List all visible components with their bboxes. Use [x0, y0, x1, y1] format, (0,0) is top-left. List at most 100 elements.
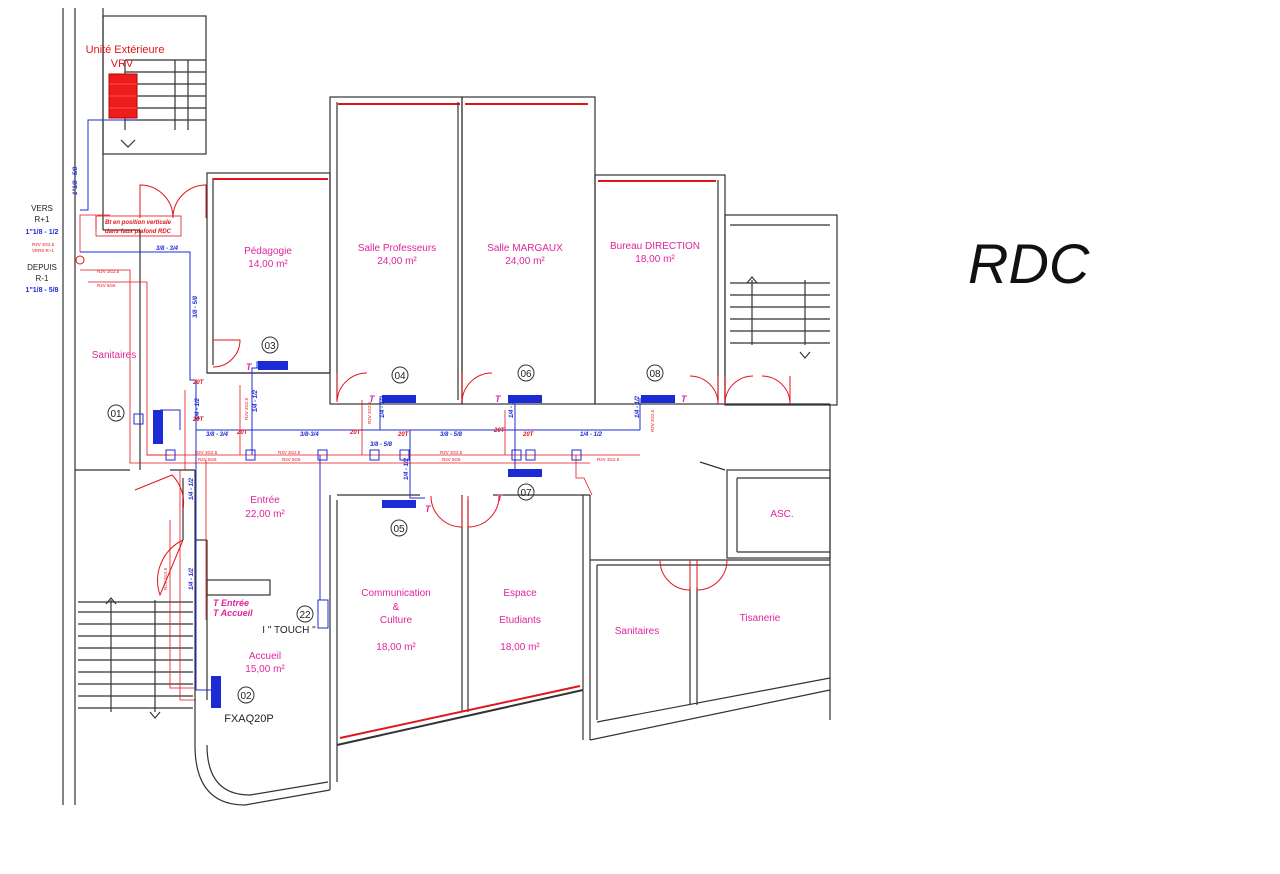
unit-number-02: 02: [240, 691, 252, 702]
pipe-size-8: 1/4 - 1/2: [195, 397, 201, 420]
cable-label-b: R2V 5G6: [97, 283, 116, 288]
room-name-communication-2: &: [393, 602, 400, 613]
cable-20t-6: 20T: [493, 428, 506, 434]
thermostat-07: T: [497, 493, 504, 503]
room-name-sanitaires-left: Sanitaires: [92, 350, 136, 361]
indoor-unit-22: [317, 599, 329, 629]
riser-small-2: VERS R+1: [32, 248, 54, 253]
cable-r2v-3: R2V 3G2.5: [278, 450, 301, 455]
indoor-unit-05: [382, 500, 416, 508]
cable-r2v-10: R2V 3G2.5: [367, 401, 372, 424]
t-entree-label: T Entrée: [213, 598, 249, 608]
room-name-communication-3: Culture: [380, 615, 413, 626]
unit-number-03: 03: [264, 341, 276, 352]
pipe-size-6: 3/8 - 5/8: [440, 432, 463, 438]
room-name-accueil: Accueil: [249, 651, 281, 662]
cable-labels: 20T 20T 20T 20T 20T 20T 20T R2V 3G2.5 R2…: [163, 380, 655, 590]
cable-r2v-11: R2V 3G2.5: [650, 409, 655, 432]
room-name-espace-2: Etudiants: [499, 615, 541, 626]
pipe-size-12: 1/4 - 1/2: [635, 395, 641, 418]
cable-r2v-8: R2V 3G2.5: [163, 567, 168, 590]
cable-r2v-2: R2V 5G6: [198, 457, 217, 462]
unit-number-22: 22: [299, 610, 311, 621]
cable-20t-2: 20T: [192, 417, 205, 423]
refrigerant-network: [80, 119, 641, 691]
unit-number-01: 01: [110, 409, 122, 420]
riser-depuis: DEPUIS: [27, 263, 57, 272]
cable-20t-7: 20T: [522, 432, 535, 438]
unit-number-04: 04: [394, 371, 406, 382]
outdoor-unit-subtitle: VRV: [111, 58, 134, 70]
riser-note-2: dans faux plafond RDC: [105, 229, 172, 235]
room-name-sanitaires-right: Sanitaires: [615, 626, 659, 637]
pipe-size-13: 1/4 - 1/2: [404, 457, 410, 480]
unit-number-08: 08: [649, 369, 661, 380]
plan-title: RDC: [968, 232, 1090, 295]
pipe-size-7: 1/4 - 1/2: [580, 432, 603, 438]
unit-numbers: 03 04 06 08 01 05 07 22 02: [107, 336, 664, 704]
thermostat-05: T: [425, 504, 432, 514]
pipe-size-9: 1/4 - 1/2: [253, 389, 259, 412]
room-name-salle-prof: Salle Professeurs: [358, 243, 436, 254]
room-labels: Pédagogie 14,00 m² Salle Professeurs 24,…: [92, 241, 794, 675]
cable-20t-1: 20T: [192, 380, 205, 386]
indoor-unit-06: [508, 395, 542, 403]
pipe-size-11: 1/4 - 1/2: [509, 395, 515, 418]
room-name-pedagogie: Pédagogie: [244, 246, 292, 257]
indoor-unit-02: [211, 676, 221, 708]
riser-depuis-level: R-1: [36, 274, 49, 283]
pipe-size-3: 3/8 - 3/4: [206, 432, 229, 438]
cable-r2v-7: R2V 3G2.5: [597, 457, 620, 462]
pipe-size-labels: 3/8 - 3/4 3/8 - 5/8 3/8 - 3/4 3/8-3/4 3/…: [156, 246, 641, 590]
cable-20t-3: 20T: [236, 430, 249, 436]
room-name-tisanerie: Tisanerie: [740, 613, 781, 624]
room-name-entree: Entrée: [250, 495, 280, 506]
pipe-size-15: 1/4 - 1/2: [189, 567, 195, 590]
riser-note-1: Bt en position verticale: [105, 220, 172, 226]
walls: [62, 8, 838, 806]
riser-vers-level: R+1: [35, 215, 50, 224]
thermostat-06: T: [495, 394, 502, 404]
doors: [134, 184, 791, 597]
room-area-espace: 18,00 m²: [500, 642, 540, 653]
unit-number-05: 05: [393, 524, 405, 535]
unit-number-07: 07: [520, 488, 532, 499]
indoor-units: [153, 361, 675, 708]
cable-r2v-4: R2V 5G6: [282, 457, 301, 462]
model-label: FXAQ20P: [224, 713, 274, 725]
riser-depuis-size: 1"1/8 - 5/8: [26, 287, 59, 294]
room-name-espace-1: Espace: [503, 588, 537, 599]
pipe-size-5: 3/8 - 5/8: [370, 442, 393, 448]
riser-annotations: VERS R+1 1"1/8 - 1/2 DEPUIS R-1 1"1/8 - …: [26, 166, 182, 294]
cable-20t-4: 20T: [349, 430, 362, 436]
room-area-pedagogie: 14,00 m²: [248, 259, 288, 270]
outdoor-unit: Unité Extérieure VRV: [86, 44, 164, 119]
indoor-unit-04: [382, 395, 416, 403]
touch-label: I " TOUCH ": [262, 625, 316, 636]
unit-number-06: 06: [520, 369, 532, 380]
riser-vertical-size: 1"1/8 - 5/8: [73, 166, 79, 195]
riser-small-1: R2V 3G2.5: [32, 242, 55, 247]
equipment-labels: I " TOUCH " FXAQ20P T Entrée T Accueil T…: [213, 362, 688, 725]
indoor-unit-07: [508, 469, 542, 477]
room-area-accueil: 15,00 m²: [245, 664, 285, 675]
cable-r2v-9: R2V 3G2.5: [244, 397, 249, 420]
pipe-size-1: 3/8 - 3/4: [156, 246, 179, 252]
cable-label-a: R2V 3G2.5: [97, 269, 120, 274]
thermostat-03: T: [246, 362, 253, 372]
room-area-salle-margaux: 24,00 m²: [505, 256, 545, 267]
indoor-unit-08: [641, 395, 675, 403]
indoor-unit-01: [153, 410, 163, 444]
room-area-salle-prof: 24,00 m²: [377, 256, 417, 267]
electric-network: [79, 214, 640, 701]
indoor-unit-03: [258, 361, 288, 370]
riser-vers: VERS: [31, 204, 53, 213]
room-name-asc: ASC.: [770, 509, 793, 520]
pipe-size-14: 1/4 - 1/2: [189, 477, 195, 500]
thermostat-08: T: [681, 394, 688, 404]
room-name-bureau: Bureau DIRECTION: [610, 241, 700, 252]
room-area-bureau: 18,00 m²: [635, 254, 675, 265]
t-accueil-label: T Accueil: [213, 608, 253, 618]
cable-r2v-5: R2V 3G2.5: [440, 450, 463, 455]
thermostat-04: T: [369, 394, 376, 404]
